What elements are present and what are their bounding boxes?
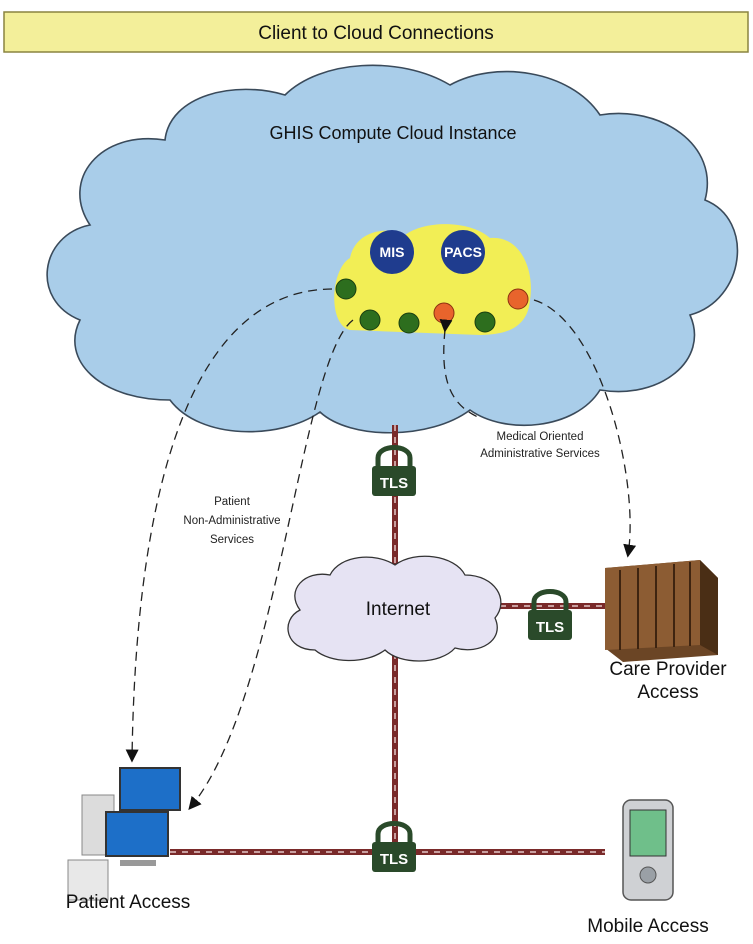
tls-lock-care: TLS bbox=[528, 589, 572, 640]
orange-port bbox=[433, 302, 455, 324]
patient-services-line-3: Services bbox=[210, 534, 254, 546]
tls-lock-bottom: TLS bbox=[372, 821, 416, 872]
patient-services-line-1: Patient bbox=[214, 496, 251, 508]
flow-patient-access bbox=[125, 288, 333, 763]
internet-label: Internet bbox=[366, 599, 431, 620]
mis-node: MIS bbox=[370, 230, 414, 274]
pacs-node: PACS bbox=[441, 230, 485, 274]
patient-services-annotation: Patient Non-Administrative Services bbox=[183, 496, 280, 546]
patient-services-line-2: Non-Administrative bbox=[183, 515, 280, 527]
medical-services-line-2: Administrative Services bbox=[480, 448, 600, 460]
orange-port bbox=[507, 288, 529, 310]
tls-label: TLS bbox=[380, 851, 408, 868]
flow-patient-services bbox=[188, 319, 354, 810]
title-banner: Client to Cloud Connections bbox=[3, 11, 749, 53]
green-port bbox=[474, 311, 496, 333]
internet-cloud: Internet bbox=[287, 555, 502, 662]
care-provider-server-icon bbox=[605, 560, 718, 662]
service-ports bbox=[335, 278, 529, 334]
green-port bbox=[335, 278, 357, 300]
title-text: Client to Cloud Connections bbox=[258, 23, 494, 44]
patient-computer-icon bbox=[67, 767, 181, 901]
tls-lock-top: TLS bbox=[372, 445, 416, 496]
medical-services-annotation: Medical Oriented Administrative Services bbox=[480, 431, 600, 460]
cloud-title: GHIS Compute Cloud Instance bbox=[269, 123, 516, 143]
care-provider-label-line-2: Access bbox=[637, 682, 698, 703]
green-port bbox=[398, 312, 420, 334]
pacs-label: PACS bbox=[444, 244, 482, 260]
service-flows bbox=[125, 288, 637, 810]
patient-access-label: Patient Access bbox=[66, 892, 191, 913]
care-provider-label-line-1: Care Provider bbox=[609, 659, 727, 680]
mis-label: MIS bbox=[380, 244, 405, 260]
tls-label: TLS bbox=[380, 475, 408, 492]
flow-care-provider bbox=[533, 299, 637, 558]
medical-services-line-1: Medical Oriented bbox=[497, 431, 584, 443]
mobile-device-icon bbox=[622, 799, 674, 901]
flow-admin-services bbox=[439, 319, 481, 419]
mobile-access-label: Mobile Access bbox=[587, 916, 708, 937]
tls-label: TLS bbox=[536, 619, 564, 636]
green-port bbox=[359, 309, 381, 331]
